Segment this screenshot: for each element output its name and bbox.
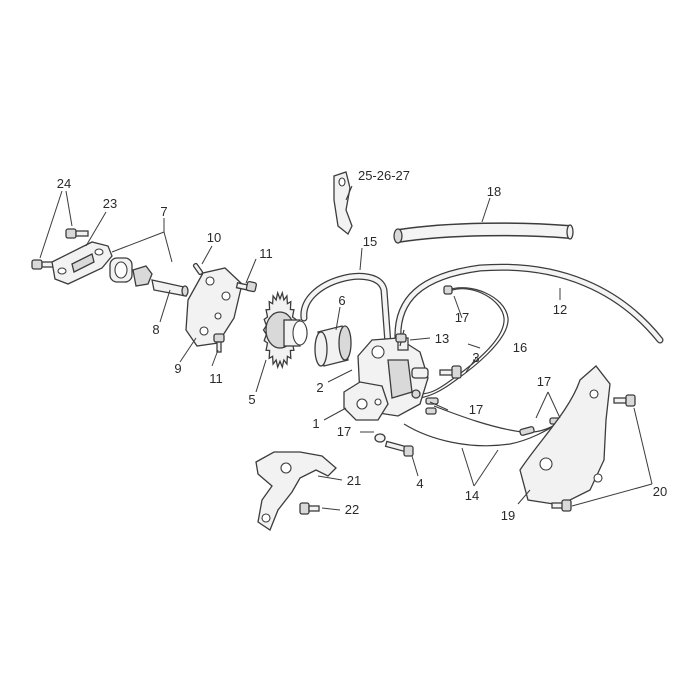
bushing-7: [109, 257, 133, 283]
label-7: 7: [160, 204, 167, 219]
pump-cover-9: [185, 267, 243, 347]
screw-3: [439, 365, 462, 379]
label-1: 1: [312, 416, 319, 431]
shaft-8: [151, 279, 189, 297]
callout-labels: 24 23 7 10 11 15 25-26-27 18 6 8 9 11 5 …: [57, 168, 667, 523]
pin-10: [192, 262, 204, 276]
hose-12: [394, 263, 664, 344]
label-2: 2: [316, 380, 323, 395]
connector-13: [395, 333, 407, 343]
washer-17: [374, 433, 386, 443]
label-6: 6: [338, 293, 345, 308]
fitting-17-a: [425, 397, 439, 405]
sleeve-6: [314, 325, 352, 367]
screw-4: [384, 440, 414, 457]
gear-5: [262, 290, 308, 370]
cover-plate-23: [51, 241, 113, 285]
pump-flange-1: [343, 381, 389, 421]
label-3: 3: [472, 350, 479, 365]
label-21: 21: [347, 473, 361, 488]
label-22: 22: [345, 502, 359, 517]
coupling-7: [132, 265, 153, 287]
label-18: 18: [487, 184, 501, 199]
screw-11-upper: [235, 280, 258, 293]
screw-22: [299, 502, 320, 515]
leader-lines: [39, 185, 653, 511]
screw-24-lower: [31, 259, 55, 270]
label-13: 13: [435, 331, 449, 346]
label-14: 14: [465, 488, 479, 503]
hose-16: [419, 285, 509, 399]
label-17-c: 17: [469, 402, 483, 417]
label-9: 9: [174, 361, 181, 376]
label-17-d: 17: [337, 424, 351, 439]
screw-24-upper: [65, 228, 89, 239]
label-17-a: 17: [455, 310, 469, 325]
label-23: 23: [103, 196, 117, 211]
hose-18: [393, 222, 574, 244]
bracket-25-26-27: [333, 171, 353, 236]
label-17-b: 17: [537, 374, 551, 389]
label-19: 19: [501, 508, 515, 523]
label-4: 4: [416, 476, 423, 491]
label-16: 16: [513, 340, 527, 355]
label-8: 8: [152, 322, 159, 337]
hose-15: [300, 272, 392, 348]
screw-20-lower: [551, 499, 572, 512]
label-12: 12: [553, 302, 567, 317]
fitting-17-b: [425, 407, 437, 415]
label-20: 20: [653, 484, 667, 499]
label-25-26-27: 25-26-27: [358, 168, 410, 183]
label-10: 10: [207, 230, 221, 245]
label-11-upper: 11: [259, 246, 273, 261]
shield-19: [519, 365, 611, 506]
screw-11-lower: [213, 333, 225, 353]
label-11-lower: 11: [209, 371, 223, 386]
label-15: 15: [363, 234, 377, 249]
bracket-21: [255, 451, 337, 531]
label-5: 5: [248, 392, 255, 407]
label-24: 24: [57, 176, 71, 191]
screw-20-upper: [613, 394, 636, 407]
